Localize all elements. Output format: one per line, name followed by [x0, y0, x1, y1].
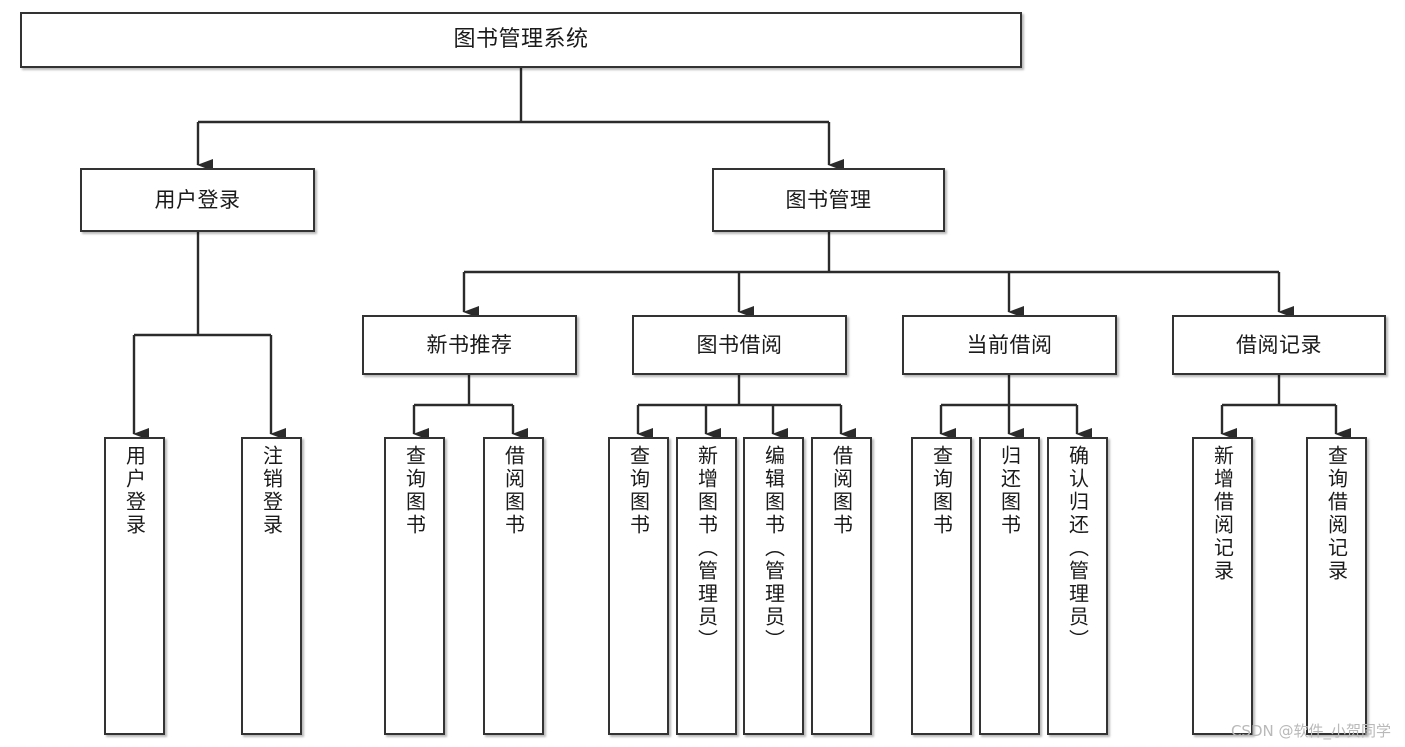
leaf-book-borrow-add-book[interactable]: 新增图书（管理员）: [676, 437, 737, 735]
node-new-book-recommend[interactable]: 新书推荐: [362, 315, 577, 375]
node-current-borrow[interactable]: 当前借阅: [902, 315, 1117, 375]
leaf-book-borrow-borrow-book[interactable]: 借阅图书: [811, 437, 872, 735]
leaf-borrow-record-query-record[interactable]: 查询借阅记录: [1306, 437, 1367, 735]
node-book-borrow-label: 图书借阅: [696, 332, 783, 357]
node-book-management[interactable]: 图书管理: [712, 168, 945, 232]
node-user-login[interactable]: 用户登录: [80, 168, 315, 232]
leaf-current-borrow-query-book-label: 查询图书: [929, 445, 954, 537]
node-root-book-management-system[interactable]: 图书管理系统: [20, 12, 1022, 68]
leaf-current-borrow-return-book-label: 归还图书: [997, 445, 1022, 537]
leaf-book-borrow-query-book-label: 查询图书: [626, 445, 651, 537]
node-root-label: 图书管理系统: [453, 27, 589, 53]
node-borrow-record[interactable]: 借阅记录: [1172, 315, 1386, 375]
node-borrow-record-label: 借阅记录: [1236, 332, 1322, 357]
leaf-book-borrow-borrow-book-label: 借阅图书: [829, 445, 854, 537]
leaf-book-borrow-edit-book-label: 编辑图书（管理员）: [761, 445, 786, 652]
csdn-watermark: CSDN @软件_小贺同学: [1230, 722, 1391, 740]
leaf-current-borrow-return-book[interactable]: 归还图书: [979, 437, 1040, 735]
leaf-book-borrow-edit-book[interactable]: 编辑图书（管理员）: [743, 437, 804, 735]
node-user-login-label: 用户登录: [154, 187, 241, 212]
leaf-book-borrow-query-book[interactable]: 查询图书: [608, 437, 669, 735]
leaf-borrow-record-query-record-label: 查询借阅记录: [1324, 445, 1349, 583]
node-book-management-label: 图书管理: [785, 187, 872, 212]
leaf-user-login-login[interactable]: 用户登录: [104, 437, 165, 735]
node-new-book-recommend-label: 新书推荐: [426, 332, 513, 357]
leaf-user-login-logout[interactable]: 注销登录: [241, 437, 302, 735]
leaf-new-book-borrow-book-label: 借阅图书: [501, 445, 526, 537]
leaf-new-book-borrow-book[interactable]: 借阅图书: [483, 437, 544, 735]
node-current-borrow-label: 当前借阅: [966, 332, 1053, 357]
leaf-borrow-record-add-record[interactable]: 新增借阅记录: [1192, 437, 1253, 735]
leaf-current-borrow-confirm-return-label: 确认归还（管理员）: [1065, 445, 1090, 652]
leaf-book-borrow-add-book-label: 新增图书（管理员）: [694, 445, 719, 652]
leaf-current-borrow-confirm-return[interactable]: 确认归还（管理员）: [1047, 437, 1108, 735]
leaf-borrow-record-add-record-label: 新增借阅记录: [1210, 445, 1235, 583]
leaf-user-login-logout-label: 注销登录: [259, 445, 284, 537]
leaf-new-book-query-book[interactable]: 查询图书: [384, 437, 445, 735]
leaf-user-login-login-label: 用户登录: [122, 445, 147, 537]
node-book-borrow[interactable]: 图书借阅: [632, 315, 847, 375]
leaf-new-book-query-book-label: 查询图书: [402, 445, 427, 537]
leaf-current-borrow-query-book[interactable]: 查询图书: [911, 437, 972, 735]
